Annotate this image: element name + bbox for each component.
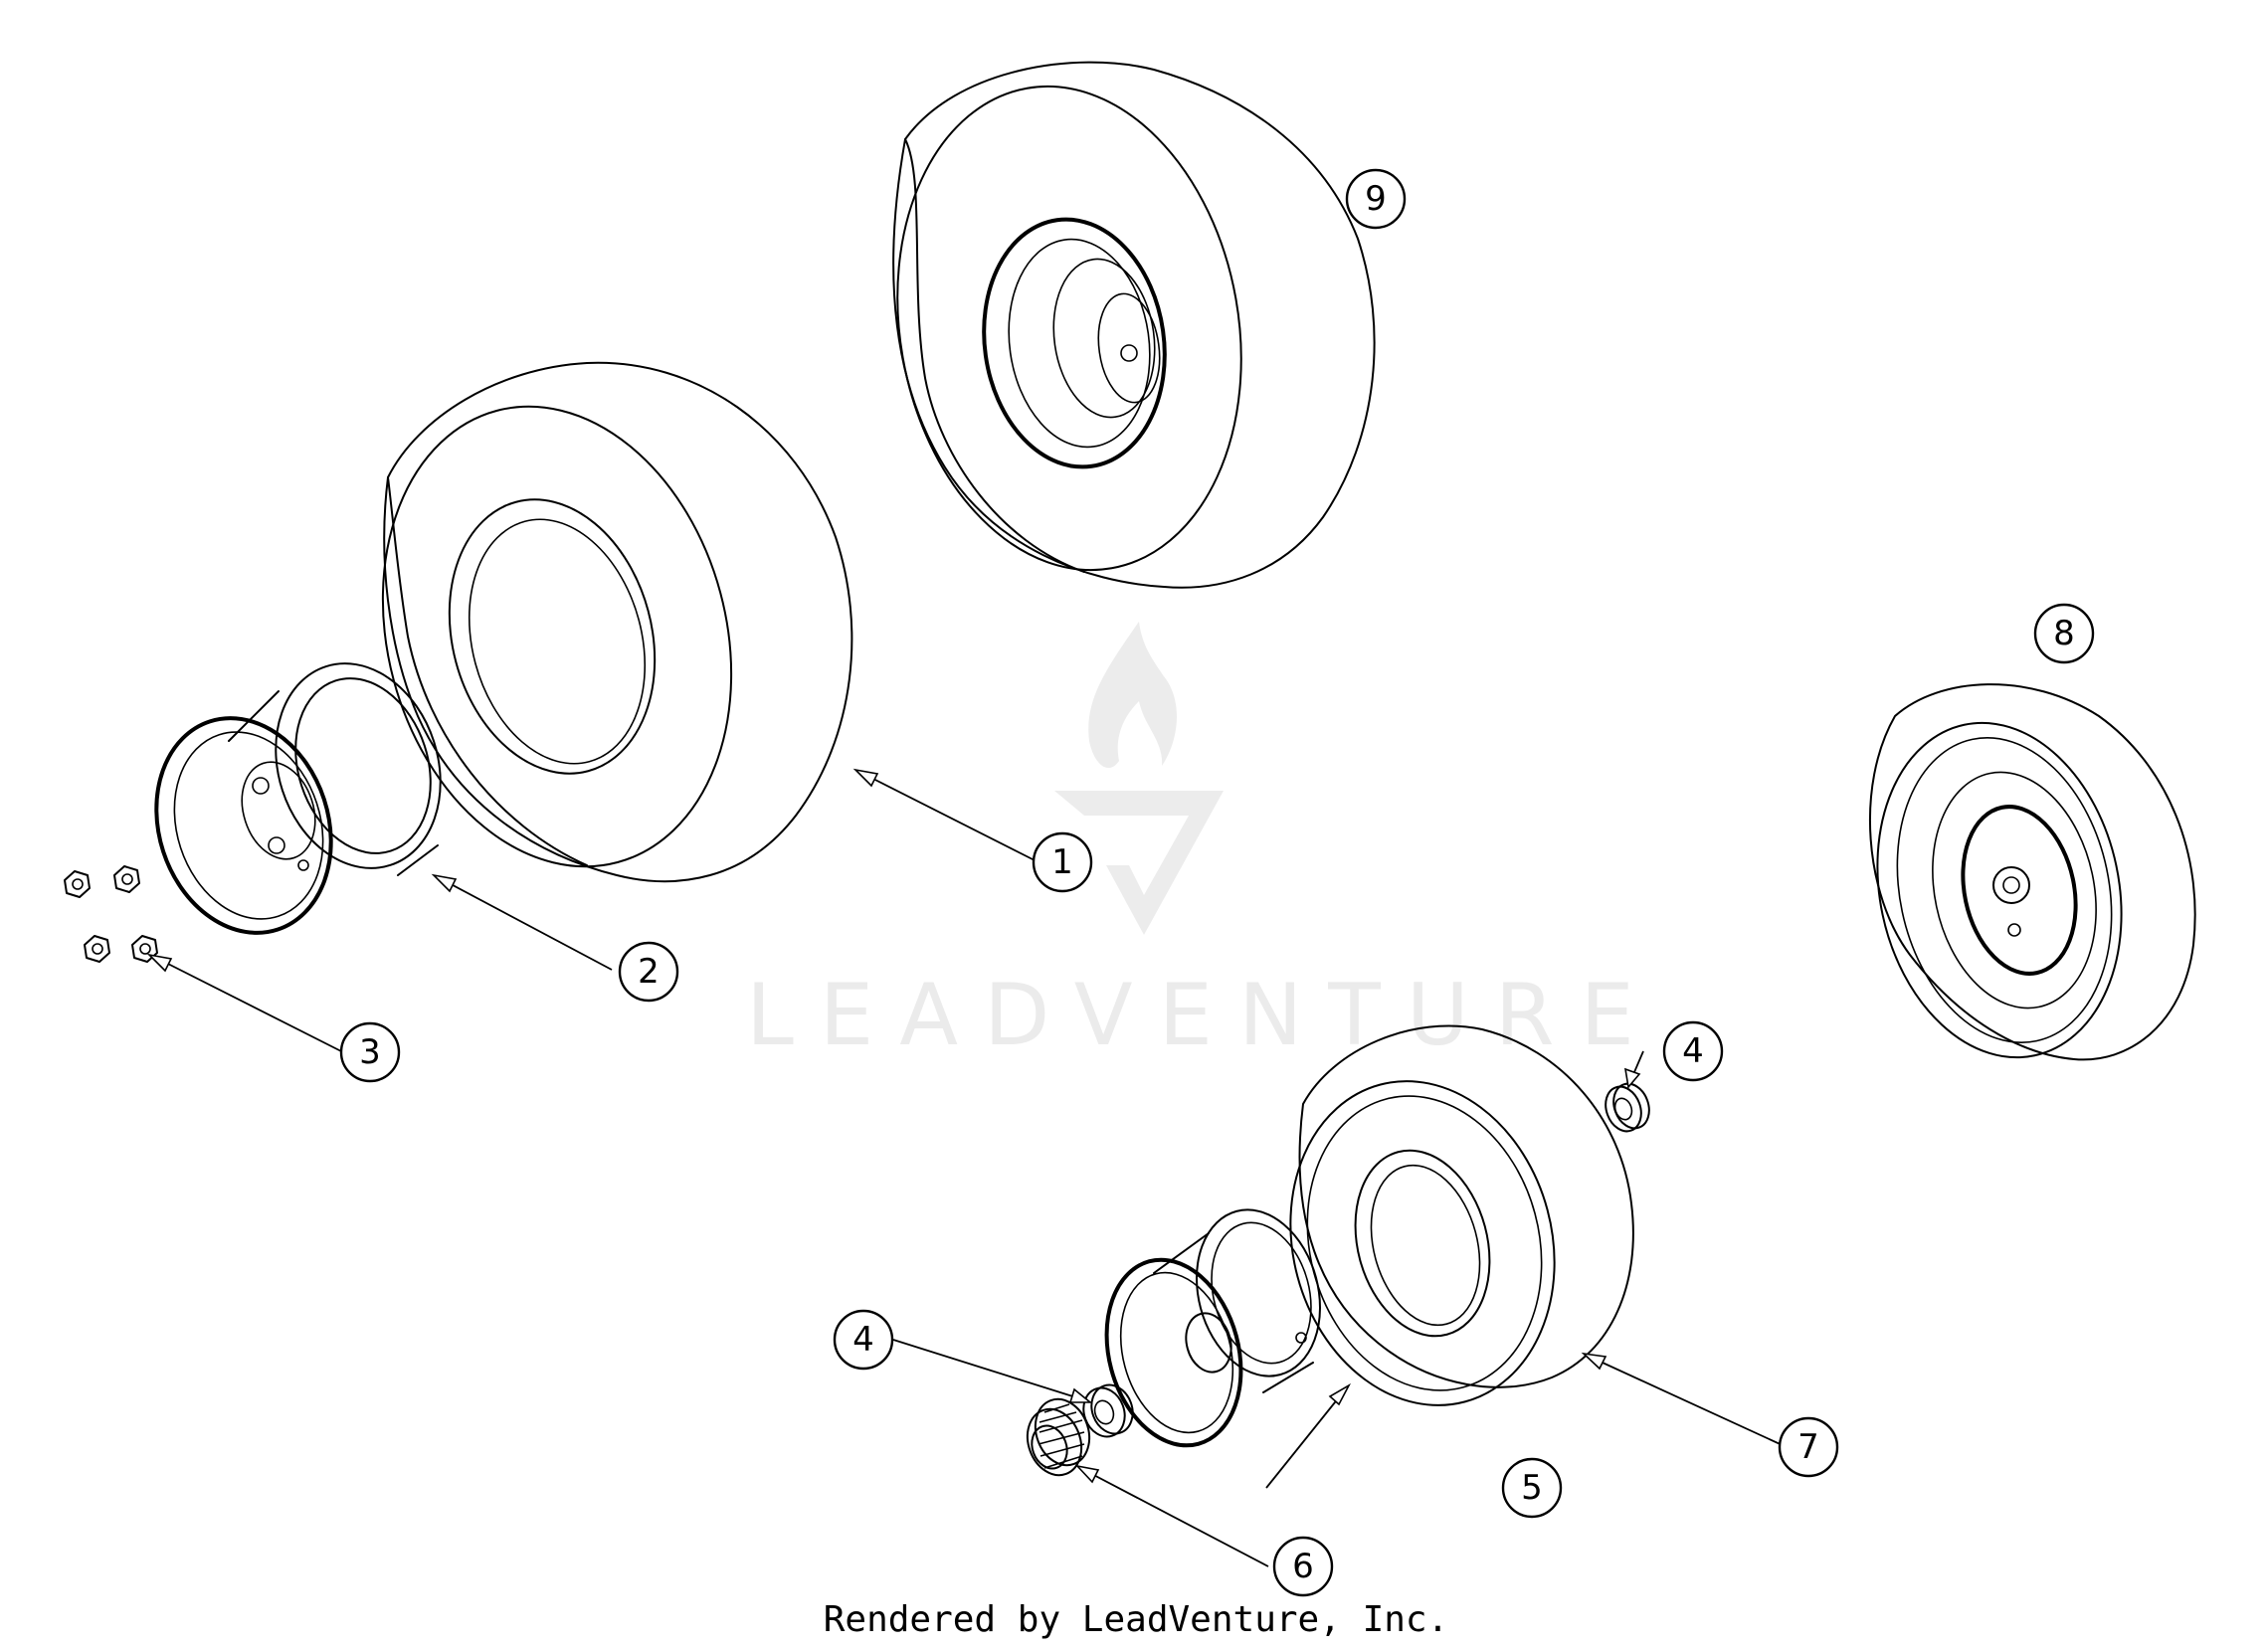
callout-2-label: 2 [638,952,660,992]
callout-4-lower: 4 [833,1309,894,1371]
callout-5-label: 5 [1521,1468,1543,1508]
callout-7-label: 7 [1797,1427,1819,1467]
callout-9-label: 9 [1365,179,1387,219]
lug-nut [84,935,110,963]
tire-large-rear [381,361,853,883]
callout-3: 3 [339,1021,401,1083]
footer-credit: Rendered by LeadVenture, Inc. [824,1599,1449,1640]
callout-7: 7 [1778,1416,1839,1478]
callout-4-upper: 4 [1662,1020,1724,1082]
bearing-spacer [1605,1082,1650,1133]
watermark-brand-text: LEADVENTURE [746,966,1660,1065]
wheel-assembly-rear [892,61,1376,589]
callout-8-label: 8 [2053,614,2075,653]
tire-front [1289,1024,1634,1406]
callout-6-label: 6 [1292,1547,1314,1586]
callout-3-label: 3 [359,1032,381,1072]
callout-4-lower-label: 4 [852,1320,874,1360]
callout-9: 9 [1345,168,1407,230]
callout-5: 5 [1501,1457,1563,1519]
callout-4-upper-label: 4 [1682,1031,1704,1071]
callout-8: 8 [2033,603,2095,664]
leader-lines [146,768,1788,1567]
wheel-assembly-front [1868,683,2196,1061]
lug-nut [131,935,158,963]
callout-1-label: 1 [1051,842,1073,882]
callout-6: 6 [1272,1536,1334,1597]
lug-nut [64,870,91,898]
callout-2: 2 [618,941,679,1003]
lug-nut-set [64,865,158,963]
rim-front [1104,1208,1321,1448]
callout-1: 1 [1032,831,1093,893]
bearing [1026,1397,1091,1477]
lug-nut [113,865,140,893]
leadventure-flame-v-logo [1054,622,1224,935]
rim-rear [154,662,442,935]
